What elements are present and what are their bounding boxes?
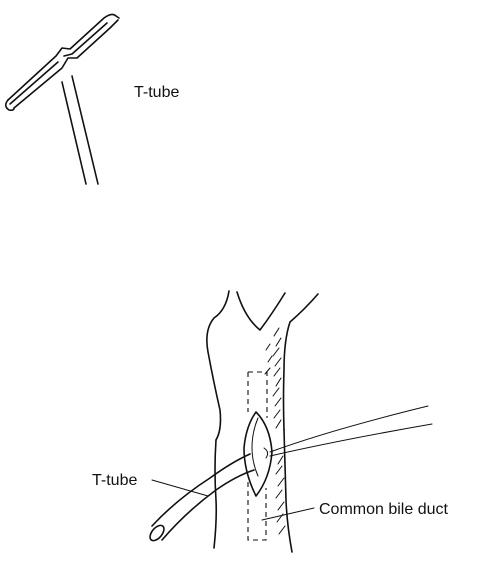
t-tube-end-opening [147, 523, 166, 543]
incision-inner [252, 418, 258, 476]
stay-suture-lower [270, 424, 432, 456]
hepatic-duct-right [284, 294, 319, 430]
exiting-t-tube-upper [152, 454, 250, 526]
hepatic-duct-junction [237, 292, 285, 330]
exiting-t-tube-lower [162, 470, 254, 540]
inner-t-tube-dashed-outline [248, 372, 267, 540]
duct-wall-right [284, 430, 292, 552]
t-tube-stem-right [72, 76, 98, 184]
t-tube-crossbar-lip [10, 23, 107, 104]
t-tube-label: T-tube [134, 84, 179, 101]
common-bile-duct-label: Common bile duct [319, 501, 449, 518]
duct-wall-left [214, 440, 216, 548]
suture-knot [264, 448, 268, 458]
t-tube-stem-left [62, 82, 86, 184]
t-tube-duct-label: T-tube [92, 472, 137, 489]
hepatic-duct-left [207, 291, 229, 440]
t-tube-leader-line [152, 480, 208, 496]
t-tube-crossbar-inner [14, 20, 118, 108]
t-tube-illustration [6, 14, 119, 184]
